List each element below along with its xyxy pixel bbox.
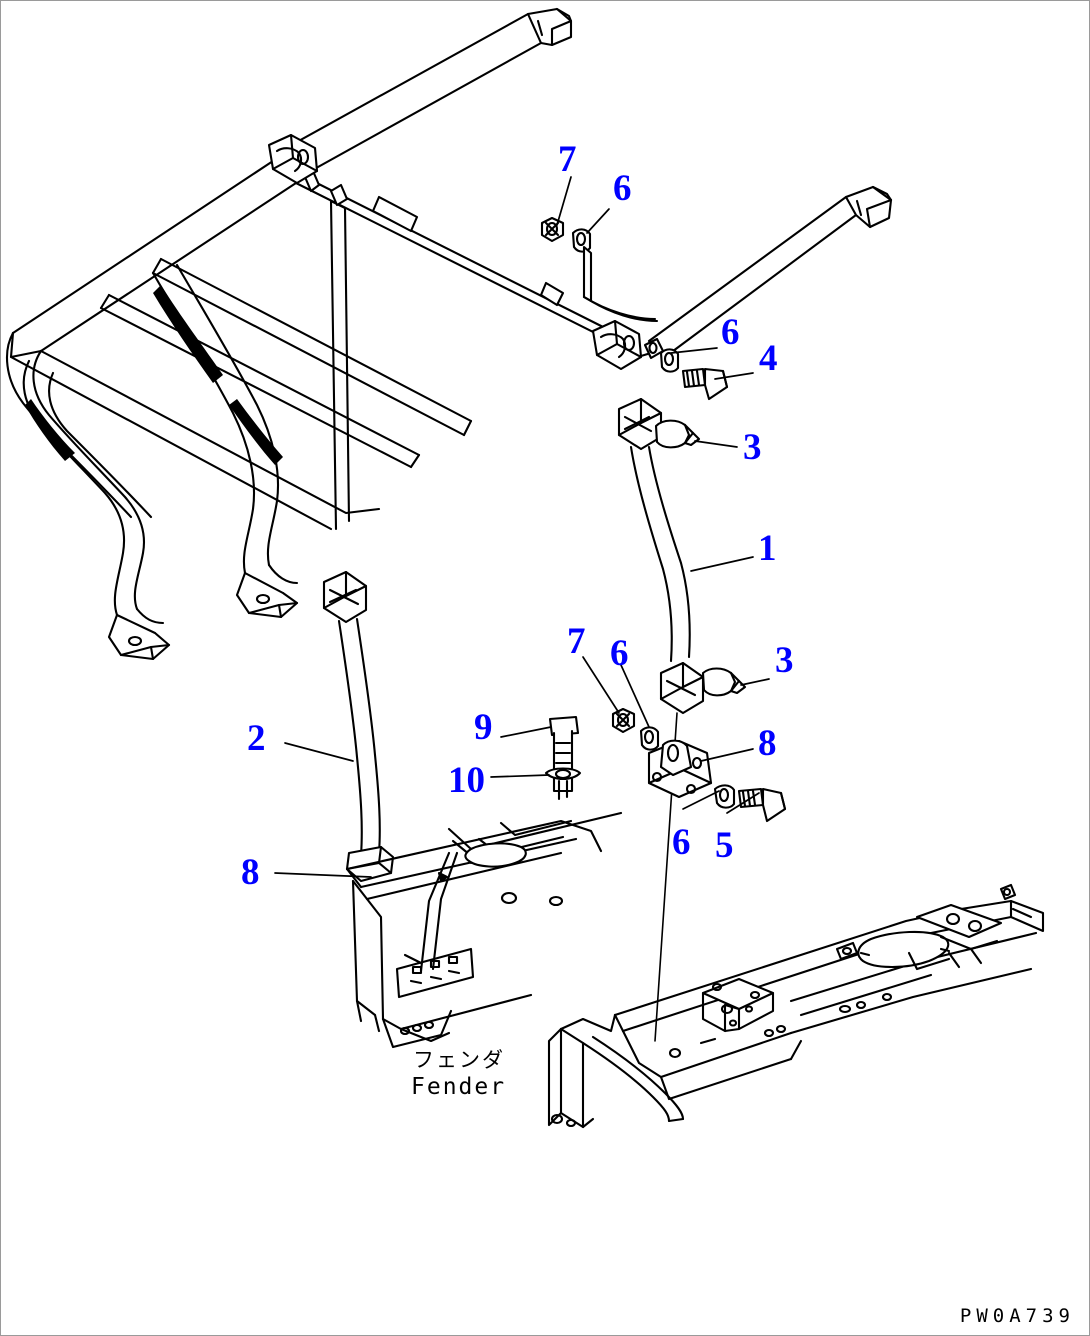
bushing-lower: [701, 667, 747, 697]
callout-7-lower: 7: [567, 621, 586, 662]
callout-2: 2: [247, 718, 266, 759]
rops-mount-bracket-right: [591, 319, 665, 371]
callout-3-lower: 3: [775, 640, 794, 681]
washer-upper-mid: [659, 348, 680, 373]
rops-top-tube-right: [647, 185, 893, 359]
seat-belt-right: [617, 397, 705, 1042]
rops-roof-crossmembers: [99, 199, 473, 531]
washer-lower-left: [639, 726, 660, 751]
fender-left: [345, 811, 623, 1049]
retractor-plate-top: [582, 245, 659, 323]
fender-label-english: Fender: [411, 1074, 507, 1100]
callout-3-upper: 3: [743, 427, 762, 468]
bushing-upper: [654, 419, 701, 449]
bolt-lower-right: [737, 787, 787, 823]
callout-8-left: 8: [241, 852, 260, 893]
callout-1: 1: [758, 528, 777, 569]
callout-9: 9: [474, 707, 493, 748]
leader-lines: [274, 176, 770, 878]
nut-top: [540, 216, 565, 243]
fender-right: [547, 883, 1045, 1129]
callout-6-upper-mid: 6: [721, 312, 740, 353]
anchor-bracket-right: [647, 739, 713, 799]
rops-leg-left-rear: [22, 359, 153, 519]
fender-label-japanese: フェンダ: [413, 1048, 505, 1072]
callout-5: 5: [715, 825, 734, 866]
callout-6-lower-left: 6: [610, 633, 629, 674]
washer-lower-right: [713, 784, 736, 809]
callout-8-right: 8: [758, 723, 777, 764]
rops-leg-left-front: [6, 331, 171, 661]
callout-6-top: 6: [613, 168, 632, 209]
rops-top-tube-rear: [275, 7, 573, 179]
rops-roof-detail-notches: [303, 169, 565, 307]
rops-mount-bracket-upper-left: [267, 133, 319, 185]
callout-6-lower-right: 6: [672, 822, 691, 863]
rops-brace-left: [151, 263, 299, 619]
callout-7-top: 7: [558, 139, 577, 180]
bolt-upper: [681, 367, 729, 401]
callout-4: 4: [759, 338, 778, 379]
washer-center: [544, 767, 582, 801]
nut-lower: [611, 707, 636, 734]
seat-belt-left: [322, 570, 395, 883]
callout-10: 10: [448, 760, 485, 801]
washer-top: [571, 228, 592, 253]
sheet-code: PW0A739: [959, 1305, 1075, 1327]
rops-shading: [25, 285, 283, 465]
